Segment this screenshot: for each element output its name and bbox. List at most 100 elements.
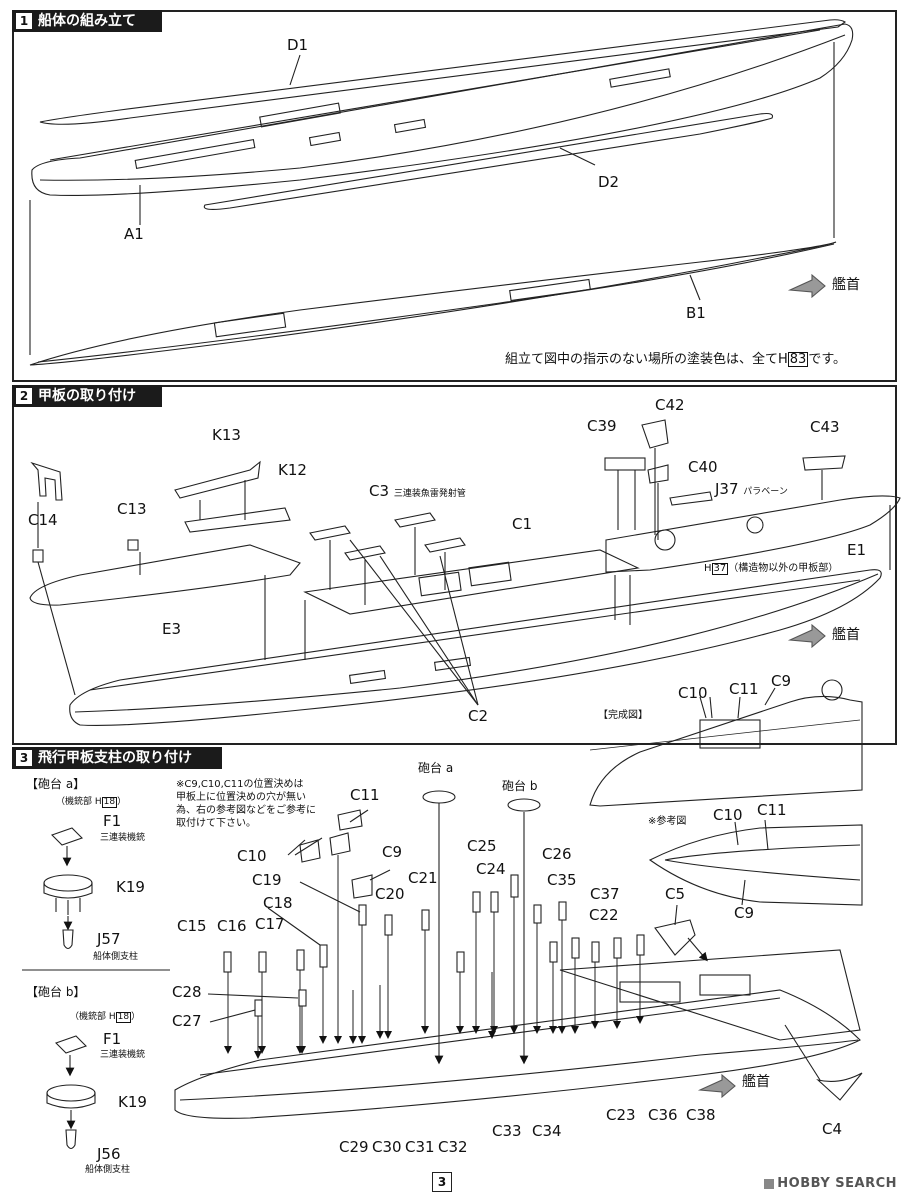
- label-c29: C29: [339, 1138, 369, 1156]
- label-j37: J37 パラベーン: [715, 482, 788, 497]
- hull-b1: [29, 241, 837, 366]
- label-c34: C34: [532, 1122, 562, 1140]
- ref-c11: C11: [757, 801, 787, 819]
- hull-step3: [174, 989, 861, 1119]
- label-c19: C19: [252, 871, 282, 889]
- mount-b-title: 【砲台 b】: [26, 985, 86, 999]
- mount-b-f1-desc: 三連装機銃: [100, 1050, 146, 1060]
- h37-desc: （構造物以外の甲板部）: [728, 563, 839, 574]
- mount-a-paint-post: ）: [117, 797, 127, 807]
- step2-title: 甲板の取り付け: [38, 388, 136, 404]
- label-c26: C26: [542, 845, 572, 863]
- step2-frame: [12, 385, 897, 745]
- label-turret-b: 砲台 b: [502, 779, 538, 793]
- label-bow-1: 艦首: [832, 277, 860, 293]
- hull-a1: [31, 23, 854, 196]
- step1-frame: [12, 10, 897, 382]
- hull-step2: [69, 569, 882, 726]
- label-c14: C14: [28, 511, 58, 529]
- step2-header: 2 甲板の取り付け: [12, 385, 162, 407]
- label-c17: C17: [255, 915, 285, 933]
- label-c27: C27: [172, 1012, 202, 1030]
- label-c39: C39: [587, 417, 617, 435]
- label-c43: C43: [810, 418, 840, 436]
- mount-a-paint-code: 18: [101, 797, 118, 808]
- label-turret-a: 砲台 a: [418, 761, 454, 775]
- deck-c1: [303, 549, 640, 615]
- label-c36: C36: [648, 1106, 678, 1124]
- label-c28: C28: [172, 983, 202, 1001]
- label-c10: C10: [237, 847, 267, 865]
- label-c4: C4: [822, 1120, 843, 1138]
- step3-note-line1: ※C9,C10,C11の位置決めは: [176, 779, 304, 790]
- part-k13: [174, 460, 261, 499]
- label-c3: C3 三連装魚雷発射管: [369, 484, 466, 499]
- step3-note-line3: 為、右の参考図などをご参考に: [176, 805, 316, 816]
- label-c35: C35: [547, 871, 577, 889]
- label-a1: A1: [124, 225, 144, 243]
- step3-note: ※C9,C10,C11の位置決めは 甲板上に位置決めの穴が無い 為、右の参考図な…: [176, 778, 316, 830]
- label-c11: C11: [350, 786, 380, 804]
- mount-a-j57: J57: [97, 930, 121, 948]
- label-c31: C31: [405, 1138, 435, 1156]
- h37-code: 37: [711, 563, 729, 575]
- label-c13: C13: [117, 500, 147, 518]
- deck-e1: [605, 495, 901, 573]
- complete-view: [589, 695, 863, 807]
- label-c18: C18: [263, 894, 293, 912]
- label-c15: C15: [177, 917, 207, 935]
- label-j37-desc: パラベーン: [743, 487, 788, 497]
- complete-c11: C11: [729, 680, 759, 698]
- label-c23: C23: [606, 1106, 636, 1124]
- step3-number: 3: [16, 750, 32, 766]
- mount-b-k19: K19: [118, 1093, 147, 1111]
- label-e3: E3: [162, 620, 182, 638]
- label-c2: C2: [468, 707, 489, 725]
- ref-c10: C10: [713, 806, 743, 824]
- step3-note-line4: 取付けて下さい。: [176, 818, 256, 829]
- complete-c9: C9: [771, 672, 792, 690]
- mount-b-paint-post: ）: [131, 1012, 141, 1022]
- label-c38: C38: [686, 1106, 716, 1124]
- label-d2: D2: [598, 173, 620, 191]
- mount-b-j56-desc: 船体側支柱: [85, 1165, 131, 1175]
- step1-paint-code: 83: [787, 352, 809, 367]
- label-k13: K13: [212, 426, 241, 444]
- label-e1: E1: [847, 541, 867, 559]
- mount-a-f1: F1: [103, 812, 122, 830]
- label-c32: C32: [438, 1138, 468, 1156]
- mount-a-title: 【砲台 a】: [26, 777, 86, 791]
- mount-b-paint-code: 18: [115, 1012, 132, 1023]
- label-c40: C40: [688, 458, 718, 476]
- label-bow-2: 艦首: [832, 627, 860, 643]
- label-c3-desc: 三連装魚雷発射管: [393, 489, 466, 499]
- mount-a-k19: K19: [116, 878, 145, 896]
- label-c20: C20: [375, 885, 405, 903]
- step1-number: 1: [16, 13, 32, 29]
- label-c24: C24: [476, 860, 506, 878]
- label-c21: C21: [408, 869, 438, 887]
- label-c33: C33: [492, 1122, 522, 1140]
- complete-view-label: 【完成図】: [598, 710, 648, 721]
- step1-header: 1 船体の組み立て: [12, 10, 162, 32]
- label-c30: C30: [372, 1138, 402, 1156]
- deck-e3: [29, 544, 301, 606]
- mount-a-j57-desc: 船体側支柱: [93, 952, 139, 962]
- step1-paint-note-post: です。: [808, 352, 847, 367]
- mount-a-paint-pre: （機銃部 H: [56, 797, 102, 807]
- mount-b-paint-pre: （機銃部 H: [70, 1012, 116, 1022]
- label-j37-code: J37: [715, 480, 739, 498]
- part-k12: [184, 507, 291, 533]
- label-c3-code: C3: [369, 482, 390, 500]
- watermark-logo-icon: [764, 1178, 775, 1189]
- watermark-text: HOBBY SEARCH: [777, 1176, 897, 1191]
- ref-c9: C9: [734, 904, 755, 922]
- step1-title: 船体の組み立て: [38, 13, 136, 29]
- label-c25: C25: [467, 837, 497, 855]
- step1-paint-note-pre: 組立て図中の指示のない場所の塗装色は、全てH: [505, 352, 788, 367]
- label-bow-3: 艦首: [742, 1074, 770, 1090]
